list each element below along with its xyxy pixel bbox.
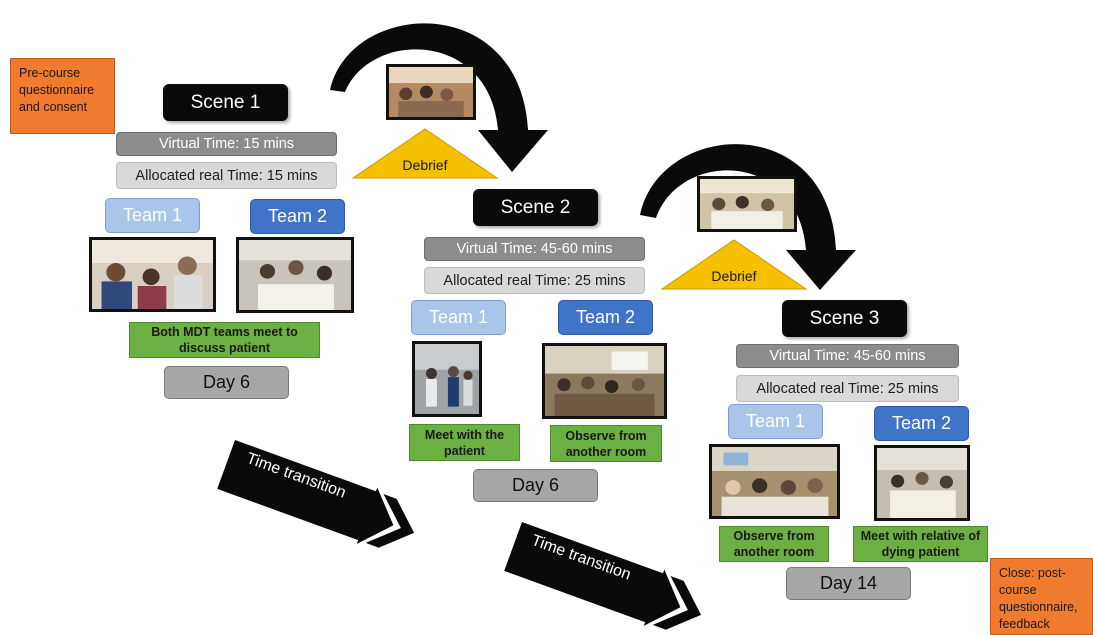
debrief-photo-1 [386, 64, 476, 120]
scene3-note2: Meet with relative of dying patient [853, 526, 988, 562]
scene3-day: Day 14 [786, 567, 911, 600]
scene1-team2: Team 2 [250, 199, 345, 234]
curved-arrow-2 [640, 144, 856, 290]
time-transition-arrow-1 [217, 440, 394, 544]
scene3-note1: Observe from another room [719, 526, 829, 562]
scene1-title: Scene 1 [163, 84, 288, 121]
scene2-virtual-time: Virtual Time: 45-60 mins [424, 237, 645, 261]
scene2-title: Scene 2 [473, 189, 598, 226]
scene1-team1-photo [89, 237, 216, 312]
time-transition-arrow-2 [504, 522, 681, 626]
scene3-team2-photo [874, 445, 970, 521]
scene1-team1: Team 1 [105, 198, 200, 233]
scene1-virtual-time: Virtual Time: 15 mins [116, 132, 337, 156]
scene2-note2: Observe from another room [550, 425, 662, 462]
debrief-triangle-2 [660, 239, 808, 290]
scene2-team1-photo [412, 341, 482, 417]
scene1-real-time: Allocated real Time: 15 mins [116, 162, 337, 189]
scene3-team1: Team 1 [728, 404, 823, 439]
scene2-team1: Team 1 [411, 300, 506, 335]
scene2-team2-photo [542, 343, 667, 419]
debrief-photo-2 [697, 176, 797, 232]
scene2-real-time: Allocated real Time: 25 mins [424, 267, 645, 294]
scene3-team1-photo [709, 444, 840, 519]
scene2-day: Day 6 [473, 469, 598, 502]
scene2-note1: Meet with the patient [409, 424, 520, 461]
scene1-day: Day 6 [164, 366, 289, 399]
debrief-label-2: Debrief [711, 268, 757, 284]
scene2-team2: Team 2 [558, 300, 653, 335]
scene3-virtual-time: Virtual Time: 45-60 mins [736, 344, 959, 368]
debrief-label-1: Debrief [402, 157, 448, 173]
curved-arrow-1 [330, 23, 548, 172]
debrief-triangle-1 [351, 128, 499, 179]
pre-course-box: Pre-course questionnaire and consent [10, 58, 115, 134]
scene1-team2-photo [236, 237, 354, 313]
close-box: Close: post-course questionnaire, feedba… [990, 558, 1093, 635]
scene3-team2: Team 2 [874, 406, 969, 441]
scene3-real-time: Allocated real Time: 25 mins [736, 375, 959, 402]
scene1-note: Both MDT teams meet to discuss patient [129, 322, 320, 358]
scene3-title: Scene 3 [782, 300, 907, 337]
